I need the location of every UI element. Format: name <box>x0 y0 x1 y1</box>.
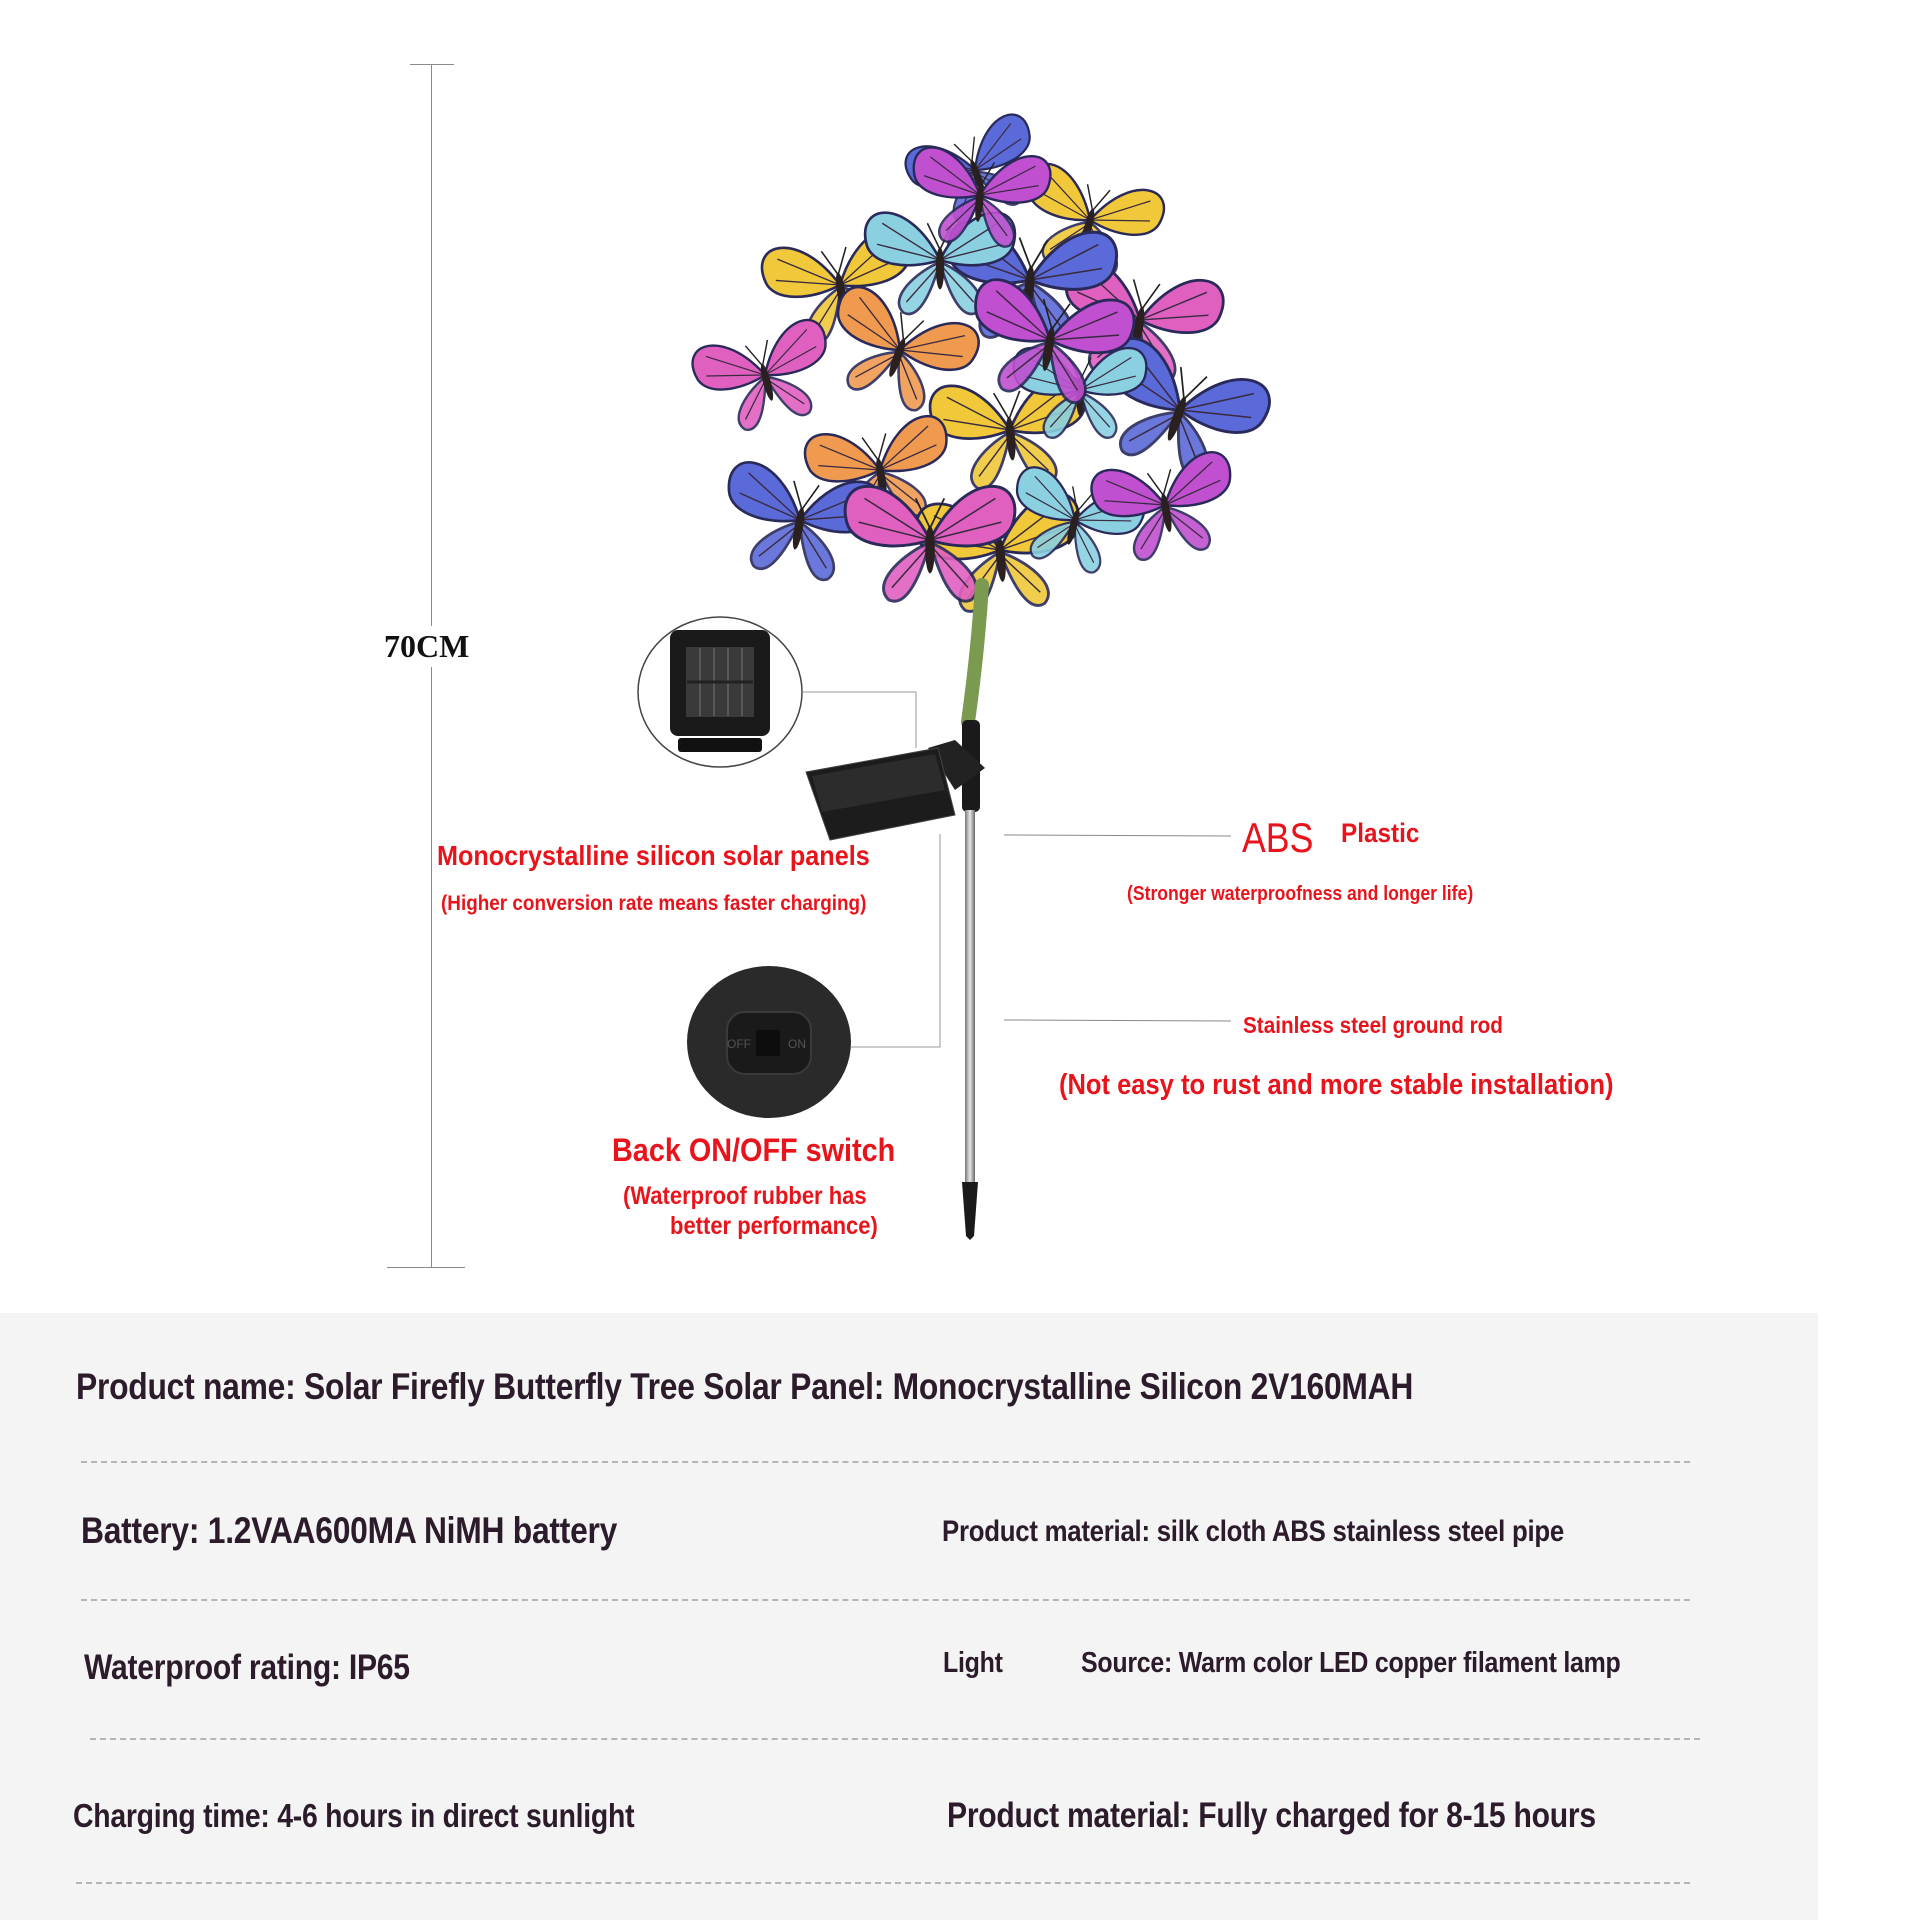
abs-plastic-title: Plastic <box>1341 818 1420 848</box>
switch-title: Back ON/OFF switch <box>612 1132 896 1168</box>
butterfly <box>843 484 1017 603</box>
switch-detail: OFF ON <box>687 966 851 1118</box>
rod-connector-line <box>1003 1019 1232 1022</box>
butterfly-cluster <box>691 113 1271 613</box>
ground-spike <box>962 1182 978 1240</box>
spec-divider <box>90 1738 1700 1740</box>
switch-off-label: OFF <box>727 1037 751 1051</box>
butterfly <box>912 146 1052 248</box>
solar-panel-title: Monocrystalline silicon solar panels <box>437 840 870 871</box>
spec-material: Product material: silk cloth ABS stainle… <box>942 1515 1564 1548</box>
spec-divider <box>81 1461 1690 1463</box>
spec-panel <box>0 1313 1818 1920</box>
rod-title: Stainless steel ground rod <box>1243 1012 1503 1038</box>
spec-divider <box>81 1599 1690 1601</box>
height-label: 70CM <box>384 626 470 667</box>
butterfly <box>691 318 827 431</box>
spec-working-duration: Product material: Fully charged for 8-15… <box>947 1796 1596 1835</box>
solar-panel-subtitle: (Higher conversion rate means faster cha… <box>441 892 867 915</box>
spec-product-name: Product name: Solar Firefly Butterfly Tr… <box>76 1366 1414 1407</box>
switch-on-label: ON <box>788 1037 806 1051</box>
steel-ground-rod <box>965 810 975 1182</box>
switch-subtitle-line2: better performance) <box>670 1212 878 1240</box>
spec-light-label: Light <box>943 1647 1003 1679</box>
stem <box>961 578 989 729</box>
abs-subtitle: (Stronger waterproofness and longer life… <box>1127 883 1474 905</box>
dimension-bottom-tick <box>387 1267 465 1268</box>
spec-battery: Battery: 1.2VAA600MA NiMH battery <box>81 1510 618 1551</box>
spec-divider <box>76 1882 1690 1884</box>
solar-panel-detail <box>637 616 803 768</box>
butterfly <box>836 285 980 412</box>
abs-title: ABS <box>1242 814 1314 861</box>
rod-subtitle: (Not easy to rust and more stable instal… <box>1059 1069 1614 1101</box>
spec-waterproof: Waterproof rating: IP65 <box>84 1648 410 1687</box>
butterfly <box>974 278 1136 404</box>
abs-connector-line <box>1003 834 1232 837</box>
spec-charging-time: Charging time: 4-6 hours in direct sunli… <box>73 1797 635 1834</box>
switch-subtitle-line1: (Waterproof rubber has <box>623 1182 867 1210</box>
spec-light-value: Source: Warm color LED copper filament l… <box>1081 1647 1621 1679</box>
switch-connector-line <box>851 834 941 1048</box>
butterfly <box>1090 451 1232 561</box>
solar-panel-box <box>805 740 985 841</box>
dimension-top-tick <box>410 64 454 65</box>
solar-connector-line <box>802 691 917 748</box>
butterfly-tree-illustration: OFF ON <box>637 113 1271 1240</box>
